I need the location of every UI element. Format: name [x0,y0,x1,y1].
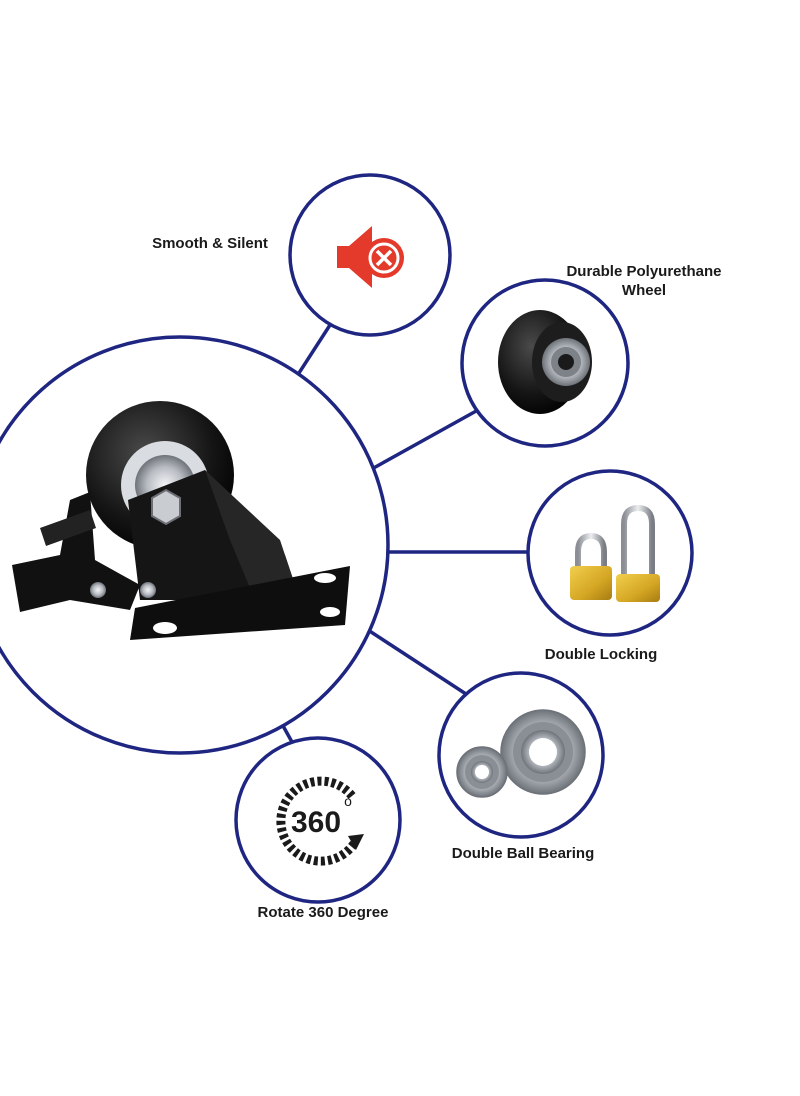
rotate-label: Rotate 360 Degree [257,904,389,921]
durable-wheel-circle [460,278,630,448]
smooth-silent-label: Smooth & Silent [152,235,268,252]
ball-bearing-label: Double Ball Bearing [451,845,595,862]
smooth-silent-circle [288,173,452,337]
double-locking-circle [526,469,694,637]
padlock-icon [570,504,660,602]
double-locking-label: Double Locking [544,646,658,663]
ball-bearing-circle [437,671,605,839]
durable-wheel-label-line1: Durable Polyurethane [566,263,722,280]
connector-bearing [367,628,467,696]
rotate-360-text: 360 [291,806,341,839]
rotate-circle: 360 o [234,736,402,904]
muted-speaker-icon [337,226,404,288]
polyurethane-wheel-icon [498,310,592,414]
main-caster-circle [0,335,390,755]
ball-bearing-icon [456,709,586,798]
rotate-360-icon: 360 o [276,776,364,866]
durable-wheel-label-line2: Wheel [621,282,667,299]
caster-wheel-image [12,401,350,640]
rotate-degree-mark: o [344,793,352,809]
durable-wheel-label: Durable Polyurethane Wheel [556,262,732,300]
connector-durable [369,408,479,472]
